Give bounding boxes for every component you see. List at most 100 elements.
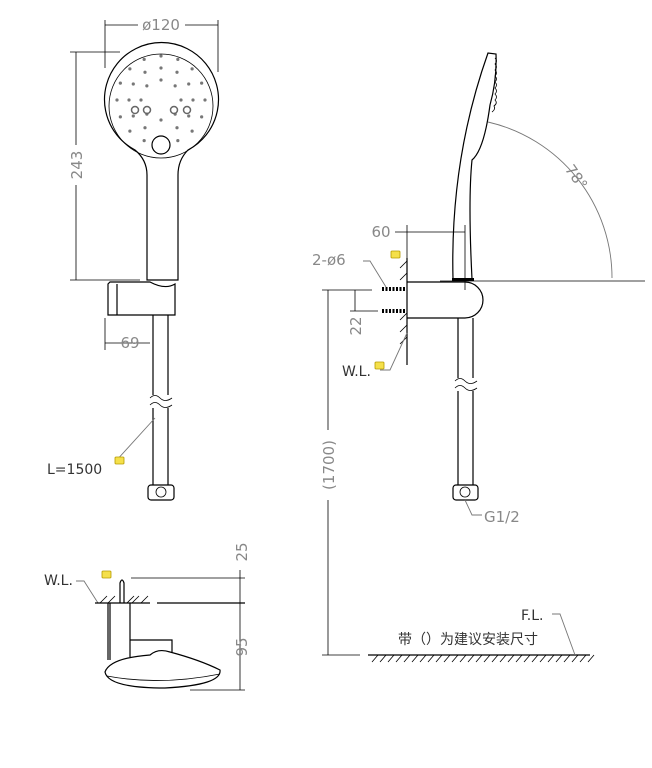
floor-hatch-line [531, 654, 539, 663]
nozzle [203, 98, 207, 102]
install-height-label: (1700) [320, 440, 338, 490]
floor-hatch-line [571, 654, 579, 663]
anchor-spacing-label: 22 [347, 316, 365, 335]
nozzle [159, 66, 163, 70]
nozzle [143, 70, 147, 74]
nozzle [143, 126, 147, 130]
wall-bracket-front: 69 [104, 281, 176, 352]
nozzle [175, 126, 179, 130]
side-view: 78° 60 2-ø6 22 W.L. [312, 52, 645, 663]
install-note: 带（）为建议安装尺寸 [398, 632, 538, 648]
wall-and-bracket-side: 2-ø6 22 W.L. [312, 250, 484, 380]
nozzle [159, 54, 163, 58]
floor-hatch-line [379, 654, 387, 663]
mode-button [151, 135, 171, 155]
anchors-label: 2-ø6 [312, 251, 346, 269]
nozzle [118, 81, 122, 85]
nozzles [115, 54, 207, 143]
nozzle [127, 98, 131, 102]
top-wall-label: W.L. [44, 573, 73, 589]
floor-hatch-line [395, 654, 403, 663]
floor-hatch-line [563, 654, 571, 663]
nozzle [175, 70, 179, 74]
diameter-dimension: ø120 [104, 16, 219, 72]
floor-hatch-line [523, 654, 531, 663]
nozzle [131, 114, 135, 118]
wall-offset-label: 60 [371, 223, 390, 241]
comment-icon[interactable] [390, 250, 401, 259]
floor-hatch-line [483, 654, 491, 663]
nozzle [139, 98, 143, 102]
top-view: W.L. 25 95 [44, 542, 251, 691]
head-diameter-label: ø120 [142, 16, 180, 34]
nozzle-large [182, 105, 192, 115]
floor-hatch-line [419, 654, 427, 663]
floor-hatch-line [371, 654, 379, 663]
nozzle-large [169, 105, 179, 115]
floor-hatch-line [387, 654, 395, 663]
bracket-depth-label: 69 [120, 334, 139, 352]
spray-angle-label: 78° [561, 161, 591, 193]
nozzle [128, 129, 132, 133]
nozzle [159, 78, 163, 82]
floor-label: F.L. [521, 608, 544, 624]
floor-hatch-line [579, 654, 587, 663]
nozzle [179, 98, 183, 102]
nozzle [118, 115, 122, 119]
hose-length-label: L=1500 [47, 462, 102, 478]
hose-side: G1/2 [452, 318, 520, 526]
floor-hatch-line [427, 654, 435, 663]
hose-nut [147, 484, 175, 501]
nozzle [176, 57, 180, 61]
shower-head-side [452, 52, 497, 281]
nozzle [200, 81, 204, 85]
nozzle [200, 115, 204, 119]
height-dimension: 243 [68, 51, 140, 281]
nozzle [190, 67, 194, 71]
install-height-dimension: (1700) [320, 290, 360, 656]
nozzle [176, 139, 180, 143]
floor-hatch-line [539, 654, 547, 663]
nozzle-large [142, 105, 152, 115]
nozzle [187, 114, 191, 118]
total-height-label: 243 [68, 151, 86, 180]
nozzle [145, 84, 149, 88]
hose-front: L=1500 [47, 315, 175, 501]
nozzle [131, 82, 135, 86]
nozzle [142, 139, 146, 143]
shower-head-front [103, 42, 220, 281]
comment-icon[interactable] [114, 456, 125, 465]
thread-label: G1/2 [484, 508, 520, 526]
nozzle [115, 98, 119, 102]
floor-hatch-line [467, 654, 475, 663]
wall-offset-dimension: 60 [371, 223, 466, 290]
floor-hatch-line [499, 654, 507, 663]
nozzle [173, 84, 177, 88]
nozzle [190, 129, 194, 133]
hose-nut [452, 484, 479, 501]
floor-hatch-line [491, 654, 499, 663]
nozzle [128, 67, 132, 71]
floor-hatch-line [435, 654, 443, 663]
floor-hatch-line [507, 654, 515, 663]
shower-head-top [104, 649, 221, 689]
nozzle [159, 118, 163, 122]
front-view: ø120 243 69 [47, 16, 220, 501]
comment-icon[interactable] [374, 361, 385, 370]
floor-hatch-line [459, 654, 467, 663]
nozzle [142, 57, 146, 61]
floor-hatch-line [451, 654, 459, 663]
floor-hatch-line [443, 654, 451, 663]
comment-icon[interactable] [101, 570, 112, 579]
nozzle [187, 82, 191, 86]
floor-hatch-line [403, 654, 411, 663]
floor: F.L. 带（）为建议安装尺寸 [368, 608, 595, 663]
wall-label: W.L. [342, 364, 371, 380]
nozzle [191, 98, 195, 102]
anchor-depth-label: 25 [233, 542, 251, 561]
floor-hatch-line [587, 654, 595, 663]
floor-hatch-line [475, 654, 483, 663]
nozzle-large [130, 105, 140, 115]
floor-hatch-line [411, 654, 419, 663]
